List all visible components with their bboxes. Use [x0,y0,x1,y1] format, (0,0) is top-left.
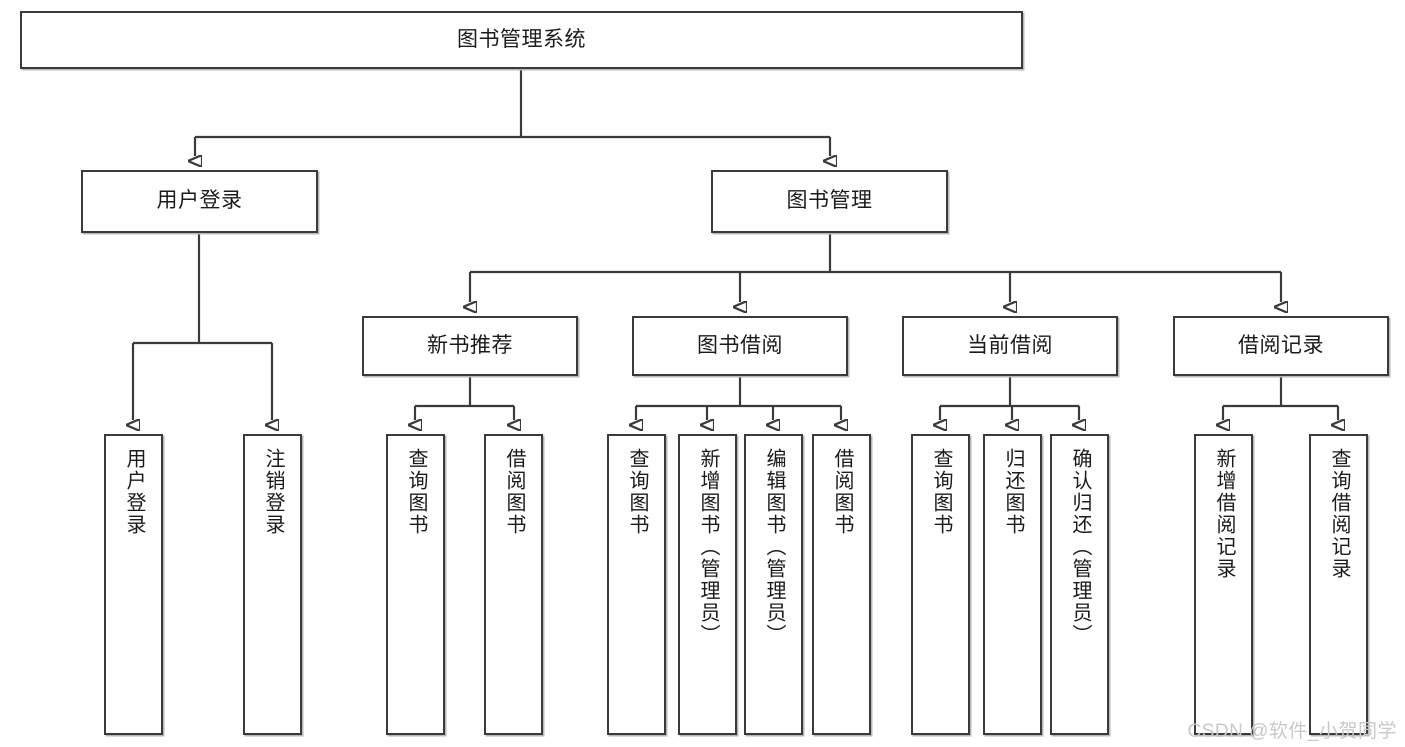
node-leaf-return-book[interactable]: 归还图书 [983,434,1042,735]
node-new-book-rec[interactable]: 新书推荐 [362,316,578,376]
node-leaf-add-record[interactable]: 新增借阅记录 [1194,434,1253,735]
node-borrow-record-label: 借阅记录 [1238,333,1324,357]
node-current-borrow[interactable]: 当前借阅 [902,316,1118,376]
node-leaf-query-book-3-label: 查询图书 [930,448,952,536]
node-leaf-add-book-label: 新增图书（管理员） [697,448,719,646]
node-leaf-query-book-1-label: 查询图书 [405,448,427,536]
node-root[interactable]: 图书管理系统 [20,11,1023,69]
node-leaf-confirm-return-label: 确认归还（管理员） [1069,448,1091,646]
node-leaf-edit-book-label: 编辑图书（管理员） [763,448,785,646]
node-leaf-borrow-book-1[interactable]: 借阅图书 [484,434,543,735]
watermark-text: CSDN @软件_小贺同学 [1187,721,1397,742]
node-book-manage[interactable]: 图书管理 [711,170,948,233]
node-user-login[interactable]: 用户登录 [81,170,318,233]
node-leaf-query-book-3[interactable]: 查询图书 [911,434,970,735]
node-leaf-edit-book[interactable]: 编辑图书（管理员） [744,434,803,735]
node-book-borrow[interactable]: 图书借阅 [632,316,848,376]
node-root-label: 图书管理系统 [457,27,586,51]
node-leaf-query-book-1[interactable]: 查询图书 [386,434,445,735]
node-leaf-confirm-return[interactable]: 确认归还（管理员） [1050,434,1109,735]
node-leaf-logout-label: 注销登录 [262,448,284,536]
node-book-manage-label: 图书管理 [786,189,873,213]
node-current-borrow-label: 当前借阅 [967,333,1053,357]
node-leaf-borrow-book-1-label: 借阅图书 [503,448,525,536]
node-leaf-add-book[interactable]: 新增图书（管理员） [678,434,737,735]
node-leaf-query-book-2[interactable]: 查询图书 [607,434,666,735]
node-leaf-query-record[interactable]: 查询借阅记录 [1309,434,1368,735]
node-book-borrow-label: 图书借阅 [697,333,783,357]
node-leaf-logout[interactable]: 注销登录 [243,434,302,735]
node-leaf-user-login-label: 用户登录 [123,448,145,536]
node-leaf-borrow-book-2[interactable]: 借阅图书 [812,434,871,735]
node-borrow-record[interactable]: 借阅记录 [1173,316,1389,376]
node-leaf-user-login[interactable]: 用户登录 [104,434,163,735]
node-user-login-label: 用户登录 [156,189,243,213]
node-new-book-rec-label: 新书推荐 [427,333,513,357]
node-leaf-return-book-label: 归还图书 [1002,448,1024,536]
node-leaf-add-record-label: 新增借阅记录 [1213,448,1235,580]
node-leaf-borrow-book-2-label: 借阅图书 [831,448,853,536]
node-leaf-query-record-label: 查询借阅记录 [1328,448,1350,580]
node-leaf-query-book-2-label: 查询图书 [626,448,648,536]
